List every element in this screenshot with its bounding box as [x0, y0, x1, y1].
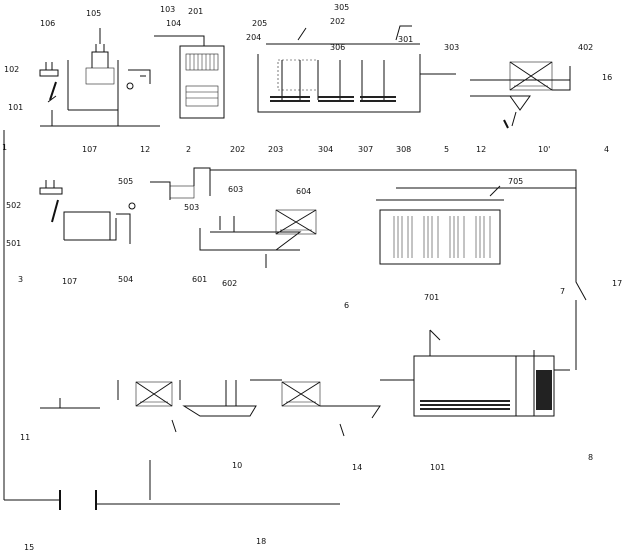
label-504: 504 — [118, 275, 133, 284]
label-307: 307 — [358, 145, 373, 154]
unit-2-filter — [154, 35, 225, 119]
unit-1-tank — [40, 28, 160, 127]
label-101b: 101 — [430, 463, 445, 472]
dosing-device-102 — [39, 62, 59, 103]
label-604: 604 — [296, 187, 311, 196]
label-102: 102 — [4, 65, 19, 74]
label-11: 11 — [20, 433, 30, 442]
unit-7-membrane — [376, 185, 504, 265]
label-16: 16 — [602, 73, 612, 82]
unit-11-15-pipes — [4, 398, 340, 510]
label-1: 1 — [2, 143, 7, 152]
label-601: 601 — [192, 275, 207, 284]
label-501: 501 — [6, 239, 21, 248]
label-104: 104 — [166, 19, 181, 28]
label-105: 105 — [86, 9, 101, 18]
label-12: 12 — [140, 145, 150, 154]
label-14: 14 — [352, 463, 362, 472]
label-103: 103 — [160, 5, 175, 14]
label-10-prime: 10' — [538, 145, 550, 154]
label-304: 304 — [318, 145, 333, 154]
unit-8-bioreactor — [380, 329, 570, 417]
label-308: 308 — [396, 145, 411, 154]
label-305: 305 — [334, 3, 349, 12]
label-17: 17 — [612, 279, 622, 288]
label-303: 303 — [444, 43, 459, 52]
label-204: 204 — [246, 33, 261, 42]
label-4: 4 — [604, 145, 609, 154]
label-502: 502 — [6, 201, 21, 210]
label-7: 7 — [560, 287, 565, 296]
label-3: 3 — [18, 275, 23, 284]
label-10: 10 — [232, 461, 242, 470]
label-503: 503 — [184, 203, 199, 212]
label-12b: 12 — [476, 145, 486, 154]
label-107: 107 — [82, 145, 97, 154]
label-505: 505 — [118, 177, 133, 186]
label-306: 306 — [330, 43, 345, 52]
unit-10-settlers — [117, 379, 381, 437]
label-6: 6 — [344, 301, 349, 310]
label-603: 603 — [228, 185, 243, 194]
label-701: 701 — [424, 293, 439, 302]
label-402: 402 — [578, 43, 593, 52]
unit-4-settler — [470, 61, 571, 129]
label-705: 705 — [508, 177, 523, 186]
label-202b: 202 — [330, 17, 345, 26]
unit-6-settler — [199, 209, 317, 268]
diagram-labels: 1 2 3 4 5 6 7 8 10 11 12 14 15 16 17 18 … — [2, 3, 622, 552]
label-2: 2 — [186, 145, 191, 154]
label-101: 101 — [8, 103, 23, 112]
unit-5-tank — [39, 167, 211, 244]
pipe-return-17 — [3, 130, 587, 500]
label-205: 205 — [252, 19, 267, 28]
label-202a: 202 — [230, 145, 245, 154]
unit-3-bioreactor — [257, 25, 456, 113]
label-602: 602 — [222, 279, 237, 288]
label-107b: 107 — [62, 277, 77, 286]
label-15: 15 — [24, 543, 34, 552]
label-106: 106 — [40, 19, 55, 28]
label-201: 201 — [188, 7, 203, 16]
label-203: 203 — [268, 145, 283, 154]
label-5: 5 — [444, 145, 449, 154]
label-301: 301 — [398, 35, 413, 44]
label-8: 8 — [588, 453, 593, 462]
label-18: 18 — [256, 537, 266, 546]
